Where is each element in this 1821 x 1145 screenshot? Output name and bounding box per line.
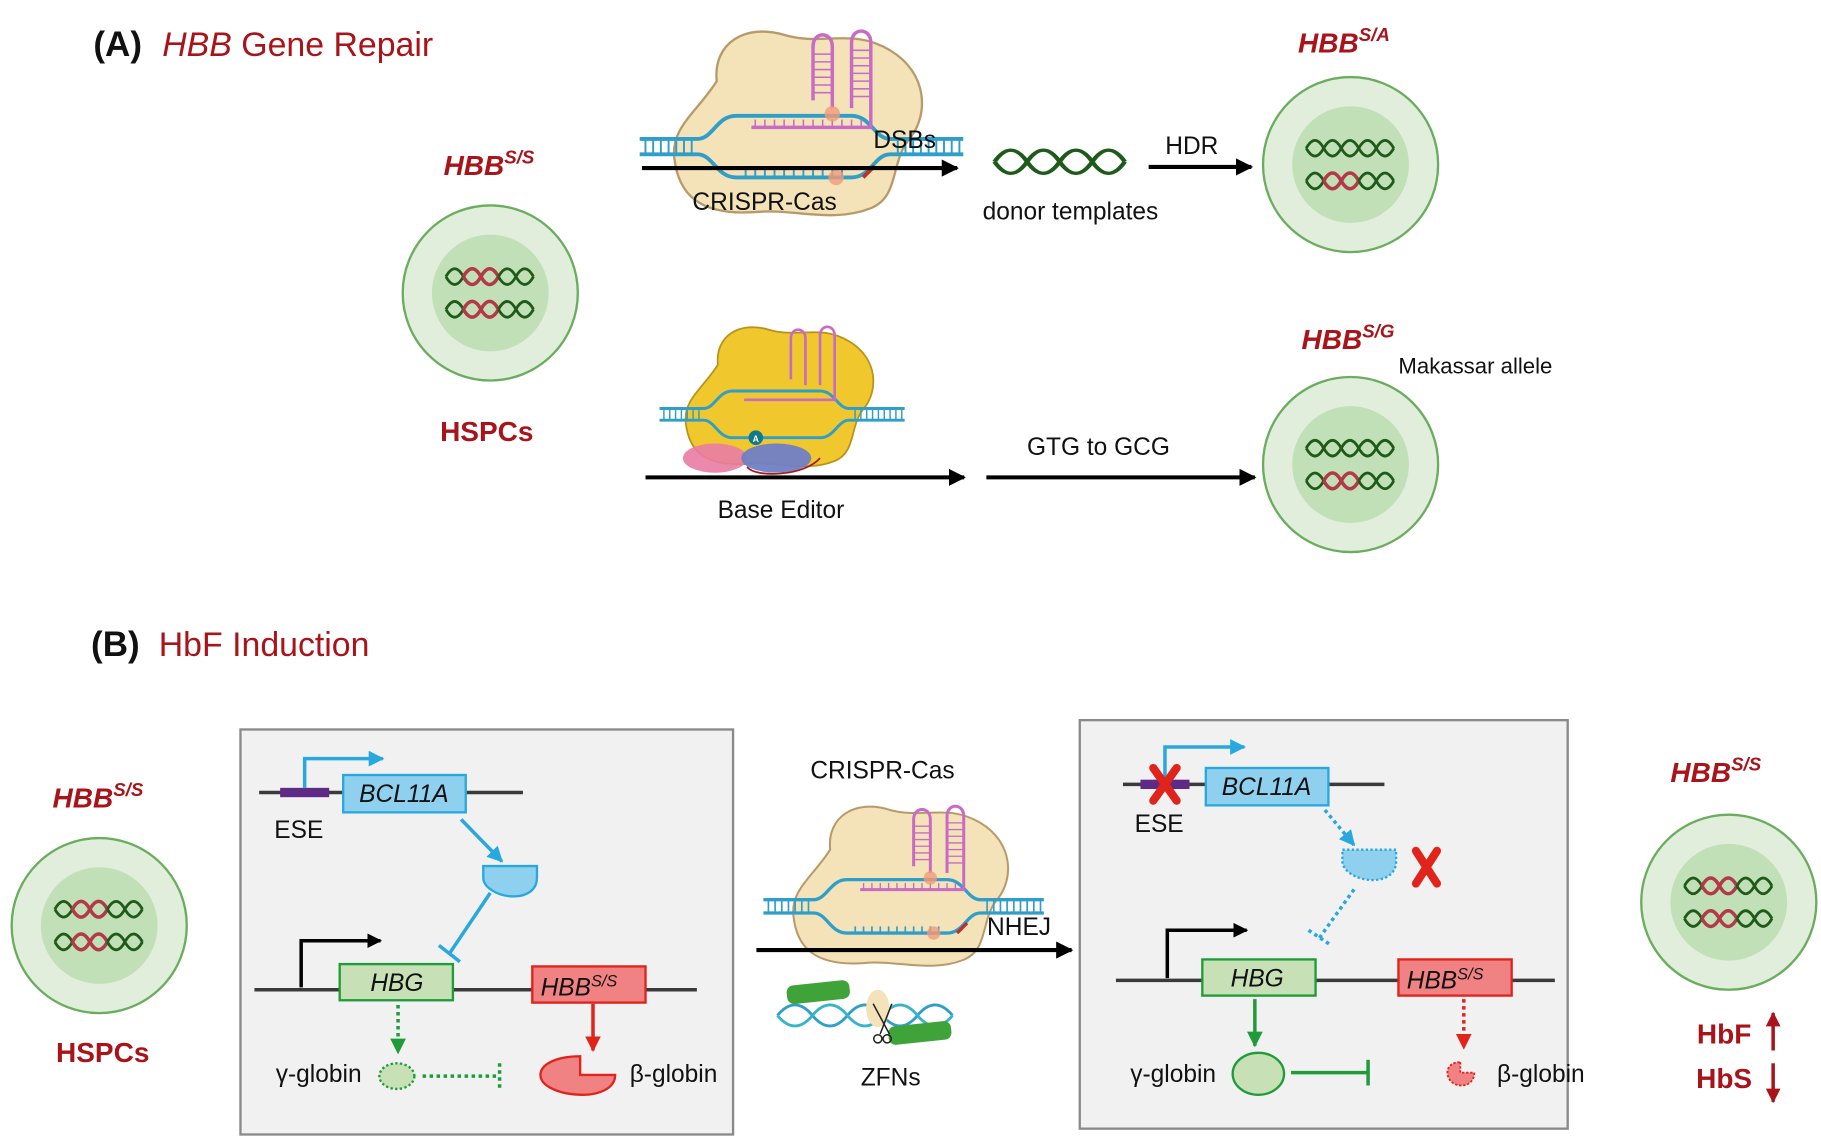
hbg-gene-box (338, 962, 455, 1002)
hbb-gene-label: HBBS/S (1407, 965, 1484, 994)
bcl11a-gene-box (1204, 766, 1330, 807)
hbb-superscript: S/S (1457, 965, 1483, 983)
b-end-cell-genotype: HBBS/S (1670, 753, 1761, 788)
genotype-superscript: S/A (1359, 24, 1390, 45)
hspc-cell-icon (401, 204, 579, 382)
bcl11a-promoter-arrow-icon (1163, 739, 1246, 780)
bcl11a-expression-arrow-dashed (1323, 808, 1356, 847)
genotype-base: HBB (1302, 324, 1363, 355)
scissors-icon (872, 1003, 893, 1044)
b-edited-cell-icon (1640, 813, 1818, 991)
bcl11a-blocked-x-icon (1411, 846, 1442, 888)
base-edited-cell-icon (1261, 375, 1440, 554)
gamma-globin-protein-icon (378, 1062, 416, 1091)
adenine-marker-label: A (753, 434, 760, 444)
hbb-gene-label: HBBS/S (541, 972, 618, 1001)
hbb-base: HBB (541, 975, 591, 1002)
gtg-to-gcg-label: GTG to GCG (1027, 434, 1170, 461)
hdr-label: HDR (1165, 133, 1218, 160)
adenine-marker-icon (748, 430, 764, 445)
beta-globin-label: β-globin (1497, 1061, 1585, 1088)
panel-a-title: HBB Gene Repair (162, 26, 433, 64)
hbb-superscript: S/S (591, 972, 617, 990)
nhej-label: NHEJ (987, 914, 1051, 941)
repression-bar-icon (1307, 928, 1331, 946)
beta-globin-reduced-icon (1446, 1061, 1476, 1087)
makassar-allele-label: Makassar allele (1398, 353, 1552, 378)
hbb-gene-box (531, 965, 647, 1004)
dsb-label: DSBs (873, 127, 936, 154)
genotype-base: HBB (1670, 757, 1731, 788)
start-cell-genotype: HBBS/S (444, 146, 535, 181)
genotype-superscript: S/S (504, 146, 535, 167)
genotype-base: HBB (53, 783, 114, 814)
bcl11a-repression-line (447, 891, 492, 955)
after-editing-box: BCL11A ESE HBG HBBS/S γ-globin β-gl (1078, 718, 1585, 1130)
b-crispr-cas-complex-icon (761, 804, 1046, 968)
panel-b-letter: (B) (91, 625, 140, 664)
gamma-globin-protein-icon (1231, 1051, 1286, 1096)
repression-bar-icon (437, 944, 461, 964)
ese-enhancer-icon (280, 787, 330, 798)
hbg-promoter-arrow-icon (1165, 922, 1249, 979)
crispr-cas-label: CRISPR-Cas (692, 189, 836, 216)
bcl11a-gene-label: BCL11A (1222, 774, 1311, 801)
hbg-gene-label: HBG (370, 970, 423, 997)
genotype-superscript: S/S (113, 779, 144, 800)
panel-a: (A) HBB Gene Repair HBBS/S HSPCs CRISPR-… (93, 24, 1552, 554)
before-editing-box: BCL11A ESE HBG HBBS/S γ-globin β-globin (239, 728, 735, 1136)
deaminase-domain-icon (682, 443, 748, 473)
bcl11a-promoter-arrow-icon (302, 750, 385, 788)
panel-b-title: HbF Induction (159, 626, 370, 664)
genotype-base: HBB (444, 150, 505, 181)
hbg-gene-label: HBG (1231, 965, 1284, 992)
gamma-globin-label: γ-globin (276, 1061, 362, 1088)
b-start-cell-genotype: HBBS/S (53, 779, 144, 814)
bcl11a-gene-box (342, 773, 467, 814)
ese-label: ESE (1135, 811, 1184, 838)
nickase-domain-icon (741, 443, 812, 473)
ese-label: ESE (274, 817, 323, 844)
hbg-promoter-arrow-icon (299, 933, 383, 988)
hbg-gene-box (1201, 958, 1317, 997)
panel-b: (B) HbF Induction HBBS/S HSPCs BCL11A ES… (10, 625, 1818, 1136)
hbf-label: HbF (1697, 1018, 1751, 1049)
genotype-superscript: S/S (1731, 753, 1762, 774)
crispr-cas-complex-icon (637, 29, 966, 218)
bcl11a-gene-label: BCL11A (359, 781, 448, 808)
zfn-complex-icon (776, 980, 954, 1045)
repaired-cell-icon (1261, 75, 1440, 254)
b-hspc-cell-icon (10, 836, 188, 1015)
b-crispr-cas-label: CRISPR-Cas (810, 758, 954, 785)
donor-templates-label: donor templates (983, 198, 1159, 225)
genotype-superscript: S/G (1362, 320, 1394, 341)
bcl11a-protein-icon (482, 864, 539, 898)
panel-a-letter: (A) (93, 25, 142, 64)
hbb-gene-box (1397, 958, 1513, 997)
bcl11a-protein-reduced-icon (1341, 848, 1398, 882)
panel-a-title-gene: HBB (162, 26, 232, 64)
beta-globin-label: β-globin (630, 1061, 718, 1088)
panel-a-title-rest: Gene Repair (232, 26, 433, 64)
b-start-cell-label: HSPCs (56, 1037, 149, 1068)
bcl11a-repression-line-dashed (1317, 888, 1356, 940)
start-cell-label: HSPCs (440, 416, 533, 447)
beta-globin-sickle-protein-icon (539, 1055, 617, 1096)
genotype-base: HBB (1298, 28, 1359, 59)
donor-template-dna-icon (995, 150, 1125, 173)
base-edit-result-genotype: HBBS/G (1302, 320, 1395, 355)
hdr-result-genotype: HBBS/A (1298, 24, 1390, 59)
hbb-base: HBB (1407, 968, 1457, 995)
zfns-label: ZFNs (861, 1064, 921, 1091)
base-editor-label: Base Editor (718, 497, 845, 524)
base-editor-complex-icon: A (659, 325, 905, 475)
bcl11a-expression-arrow (459, 818, 504, 863)
hbs-label: HbS (1696, 1063, 1752, 1094)
gamma-globin-label: γ-globin (1130, 1061, 1216, 1088)
ese-disrupted-x-icon (1149, 763, 1181, 805)
